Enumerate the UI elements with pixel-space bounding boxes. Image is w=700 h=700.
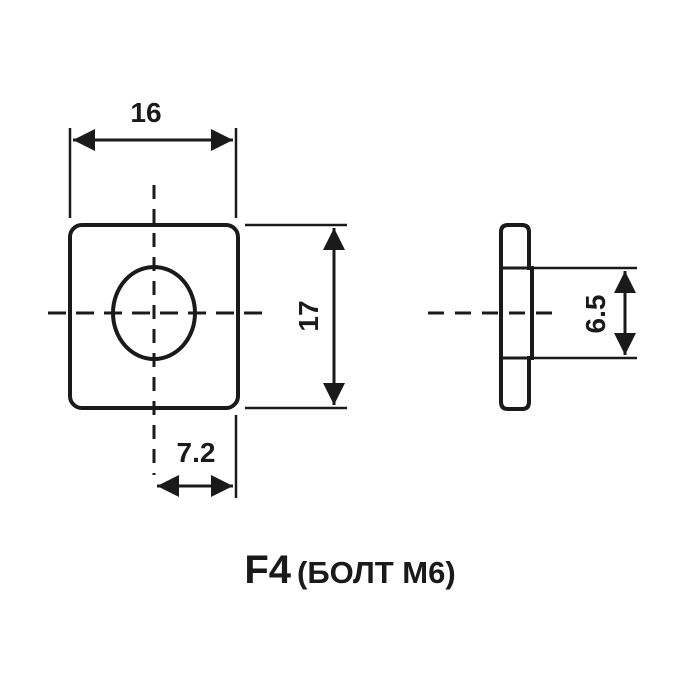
dim-label-thickness: 6.5: [580, 295, 611, 334]
dim-label-offset: 7.2: [177, 437, 216, 468]
terminal-side-profile: [499, 223, 534, 411]
dim-label-width: 16: [130, 97, 161, 128]
bolt-label: (БОЛТ М6): [297, 555, 456, 590]
model-label: F4: [244, 548, 292, 592]
dim-label-height: 17: [293, 300, 324, 331]
diagram-caption: F4(БОЛТ М6): [0, 548, 700, 593]
